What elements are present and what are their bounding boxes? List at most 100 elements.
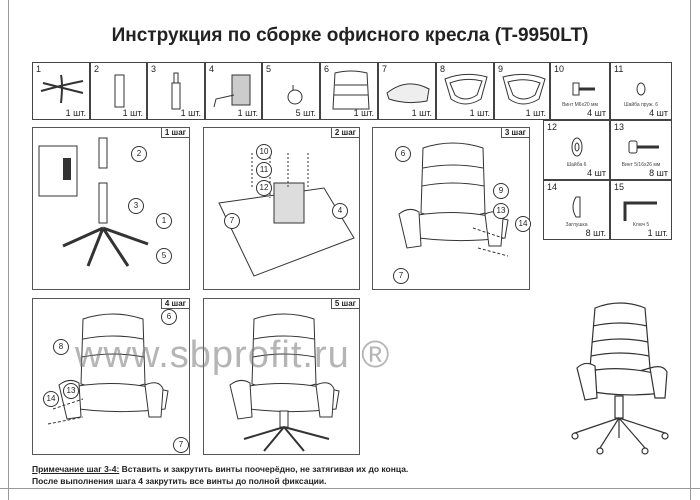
part-12-icon bbox=[571, 137, 583, 157]
part-13: 13 Винт 5/16х26 мм 8 шт bbox=[610, 120, 672, 180]
callout-number: 3 bbox=[128, 198, 144, 214]
part-7-icon bbox=[386, 83, 430, 104]
part-3: 3 1 шт. bbox=[147, 62, 205, 120]
frame-left-line bbox=[8, 0, 9, 500]
part-15: 15 Ключ 5 1 шт. bbox=[610, 180, 672, 240]
callout-number: 6 bbox=[161, 309, 177, 325]
part-number: 15 bbox=[614, 182, 625, 192]
part-4-icon bbox=[213, 74, 251, 108]
callout-number: 7 bbox=[393, 268, 409, 284]
part-number: 3 bbox=[151, 64, 157, 74]
part-caption: Винт 5/16х26 мм bbox=[621, 161, 661, 168]
part-6-icon bbox=[332, 70, 370, 110]
callout-number: 2 bbox=[131, 146, 147, 162]
frame-right-line bbox=[690, 0, 691, 500]
part-number: 2 bbox=[94, 64, 100, 74]
callout-number: 12 bbox=[256, 180, 272, 196]
part-quantity: 1 шт. bbox=[122, 108, 143, 118]
part-2-icon bbox=[114, 74, 125, 108]
part-quantity: 1 шт. bbox=[469, 108, 490, 118]
callout-number: 11 bbox=[256, 162, 272, 178]
part-9: 9 1 шт. bbox=[494, 62, 550, 120]
part-quantity: 1 шт. bbox=[647, 228, 668, 238]
callout-number: 6 bbox=[395, 146, 411, 162]
part-15-icon bbox=[623, 201, 657, 221]
step-5-panel: 5 шаг bbox=[203, 298, 360, 455]
part-quantity: 5 шт. bbox=[295, 108, 316, 118]
note-line1: Вставить и закрутить винты поочерёдно, н… bbox=[119, 464, 409, 474]
note-label: Примечание шаг 3-4: bbox=[32, 464, 120, 474]
part-number: 10 bbox=[554, 64, 565, 74]
part-1-icon bbox=[40, 74, 84, 104]
part-5-icon bbox=[287, 85, 303, 105]
assembled-chair-illustration bbox=[571, 302, 669, 455]
note-line2: После выполнения шага 4 закрутить все ви… bbox=[32, 476, 327, 486]
part-quantity: 1 шт. bbox=[237, 108, 258, 118]
callout-number: 4 bbox=[332, 203, 348, 219]
part-quantity: 1 шт. bbox=[411, 108, 432, 118]
part-14-icon bbox=[572, 196, 581, 218]
part-1: 1 1 шт. bbox=[32, 62, 90, 120]
part-4: 4 1 шт. bbox=[205, 62, 262, 120]
watermark: www.sbprofit.ru ® bbox=[75, 334, 391, 376]
part-quantity: 4 шт bbox=[587, 168, 606, 178]
part-quantity: 1 шт. bbox=[525, 108, 546, 118]
part-number: 12 bbox=[547, 122, 558, 132]
part-6: 6 1 шт. bbox=[320, 62, 378, 120]
part-14: 14 Заглушка 8 шт. bbox=[543, 180, 610, 240]
step-1-illustration bbox=[38, 137, 149, 267]
callout-number: 9 bbox=[493, 183, 509, 199]
step-label: 4 шаг bbox=[160, 299, 189, 309]
callout-number: 8 bbox=[53, 339, 69, 355]
assembly-note: Примечание шаг 3-4: Вставить и закрутить… bbox=[32, 463, 408, 487]
part-9-icon bbox=[502, 73, 546, 105]
part-number: 13 bbox=[614, 122, 625, 132]
callout-number: 14 bbox=[515, 216, 531, 232]
part-quantity: 8 шт bbox=[649, 168, 668, 178]
part-caption: Винт М6х20 мм bbox=[562, 102, 598, 109]
part-13-icon bbox=[628, 140, 659, 154]
part-11: 11 Шайба пруж. 6 4 шт bbox=[610, 62, 672, 120]
callout-number: 7 bbox=[224, 213, 240, 229]
part-caption: Заглушка bbox=[565, 221, 588, 228]
part-number: 14 bbox=[547, 182, 558, 192]
part-quantity: 4 шт bbox=[587, 108, 606, 118]
callout-number: 10 bbox=[256, 144, 272, 160]
part-2: 2 1 шт. bbox=[90, 62, 147, 120]
part-number: 1 bbox=[36, 64, 42, 74]
step-label: 3 шаг bbox=[500, 128, 529, 138]
step-4-illustration bbox=[47, 313, 169, 425]
part-quantity: 1 шт. bbox=[65, 108, 86, 118]
step-label: 1 шаг bbox=[160, 128, 189, 138]
bottom-line bbox=[0, 488, 700, 489]
part-number: 9 bbox=[498, 64, 504, 74]
callout-number: 5 bbox=[156, 248, 172, 264]
step-3-illustration bbox=[398, 142, 509, 257]
part-quantity: 4 шт bbox=[649, 108, 668, 118]
step-5-illustration bbox=[229, 313, 340, 452]
part-quantity: 1 шт. bbox=[180, 108, 201, 118]
callout-number: 7 bbox=[173, 437, 189, 453]
part-10-icon bbox=[572, 82, 595, 96]
callout-number: 14 bbox=[43, 391, 59, 407]
part-7: 7 1 шт. bbox=[378, 62, 436, 120]
callout-number: 1 bbox=[156, 213, 172, 229]
part-8-icon bbox=[444, 73, 488, 105]
part-caption: Ключ 5 bbox=[632, 221, 650, 228]
part-number: 5 bbox=[266, 64, 272, 74]
step-label: 5 шаг bbox=[330, 299, 359, 309]
part-12: 12 Шайба 6 4 шт bbox=[543, 120, 610, 180]
part-caption: Шайба пруж. 6 bbox=[624, 102, 658, 109]
step-2-illustration bbox=[218, 153, 355, 277]
part-caption: Шайба 6 bbox=[566, 161, 587, 168]
part-8: 8 1 шт. bbox=[436, 62, 494, 120]
part-number: 4 bbox=[209, 64, 215, 74]
part-quantity: 1 шт. bbox=[353, 108, 374, 118]
part-number: 6 bbox=[324, 64, 330, 74]
callout-number: 13 bbox=[63, 383, 79, 399]
step-label: 2 шаг bbox=[330, 128, 359, 138]
